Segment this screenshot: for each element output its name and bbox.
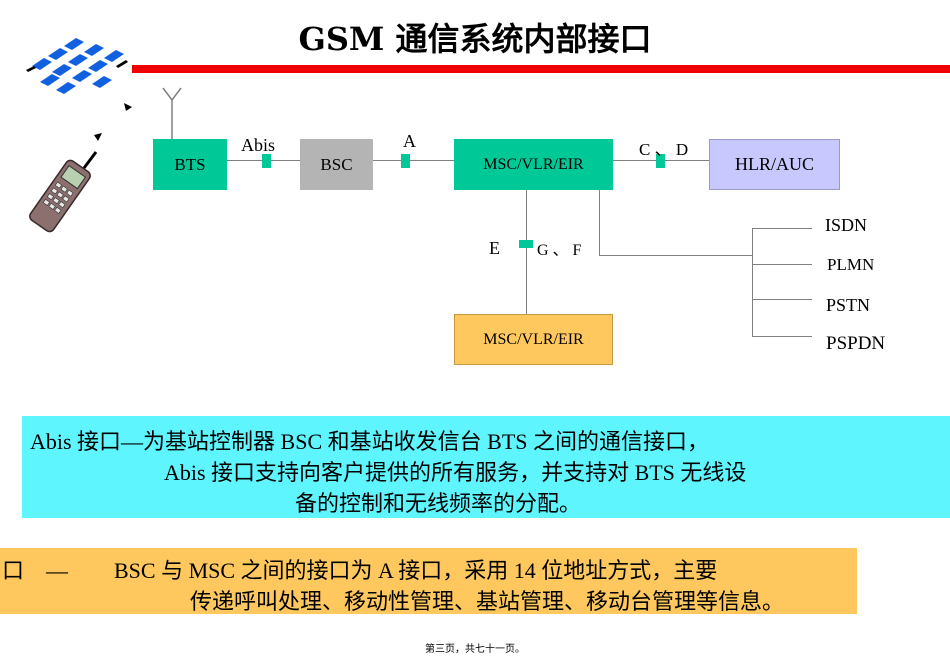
hlr-auc-node: HLR/AUC — [709, 139, 840, 190]
msc-vlr-eir-node: MSC/VLR/EIR — [454, 139, 613, 190]
link-msc-networks — [599, 190, 600, 255]
antenna-icon — [160, 86, 184, 140]
logo-icon — [22, 36, 132, 100]
abis-description-line1: Abis 接口—为基站控制器 BSC 和基站收发信台 BTS 之间的通信接口， — [30, 429, 709, 454]
mobile-phone-icon — [18, 150, 100, 234]
abis-connector — [262, 154, 271, 168]
gf-interface-label: G 、 F — [537, 242, 582, 259]
abis-description-box: Abis 接口—为基站控制器 BSC 和基站收发信台 BTS 之间的通信接口， … — [22, 416, 950, 518]
signal-arrow-icon — [92, 128, 104, 141]
bts-node: BTS — [153, 139, 227, 190]
link-msc-networks-h — [599, 255, 753, 256]
page-title: GSM 通信系统内部接口 — [298, 20, 652, 58]
network-pspdn: PSPDN — [826, 333, 886, 354]
signal-arrow-icon — [122, 98, 134, 111]
link-msc-msc — [526, 190, 527, 314]
bsc-node: BSC — [300, 139, 373, 190]
network-bus — [752, 228, 753, 337]
network-pstn: PSTN — [826, 295, 871, 315]
a-interface-label: A — [403, 131, 416, 151]
cd-connector — [656, 154, 665, 168]
gf-connector — [519, 240, 533, 248]
link-bsc-msc — [373, 160, 454, 161]
network-branch-pstn — [752, 299, 812, 300]
a-interface-description-box: 口 — BSC 与 MSC 之间的接口为 A 接口，采用 14 位地址方式，主要… — [0, 548, 857, 614]
abis-description-line3: 备的控制和无线频率的分配。 — [295, 491, 582, 516]
msc-vlr-eir-remote-node: MSC/VLR/EIR — [454, 314, 613, 365]
network-branch-plmn — [752, 264, 812, 265]
network-branch-pspdn — [752, 336, 812, 337]
network-isdn: ISDN — [825, 215, 868, 235]
title-underline — [132, 65, 950, 73]
a-description-line1: BSC 与 MSC 之间的接口为 A 接口，采用 14 位地址方式，主要 — [114, 558, 718, 583]
abis-description-line2: Abis 接口支持向客户提供的所有服务，并支持对 BTS 无线设 — [164, 460, 747, 485]
abis-interface-label: Abis — [241, 135, 276, 155]
a-description-prefix: 口 — — [2, 558, 69, 583]
network-plmn: PLMN — [827, 255, 875, 274]
e-interface-label: E — [489, 238, 500, 258]
a-connector — [401, 154, 410, 168]
cd-interface-label: C 、 D — [639, 140, 689, 159]
network-branch-isdn — [752, 228, 812, 229]
a-description-line2: 传递呼叫处理、移动性管理、基站管理、移动台管理等信息。 — [190, 589, 785, 614]
page-footer: 第三页，共七十一页。 — [425, 644, 525, 655]
